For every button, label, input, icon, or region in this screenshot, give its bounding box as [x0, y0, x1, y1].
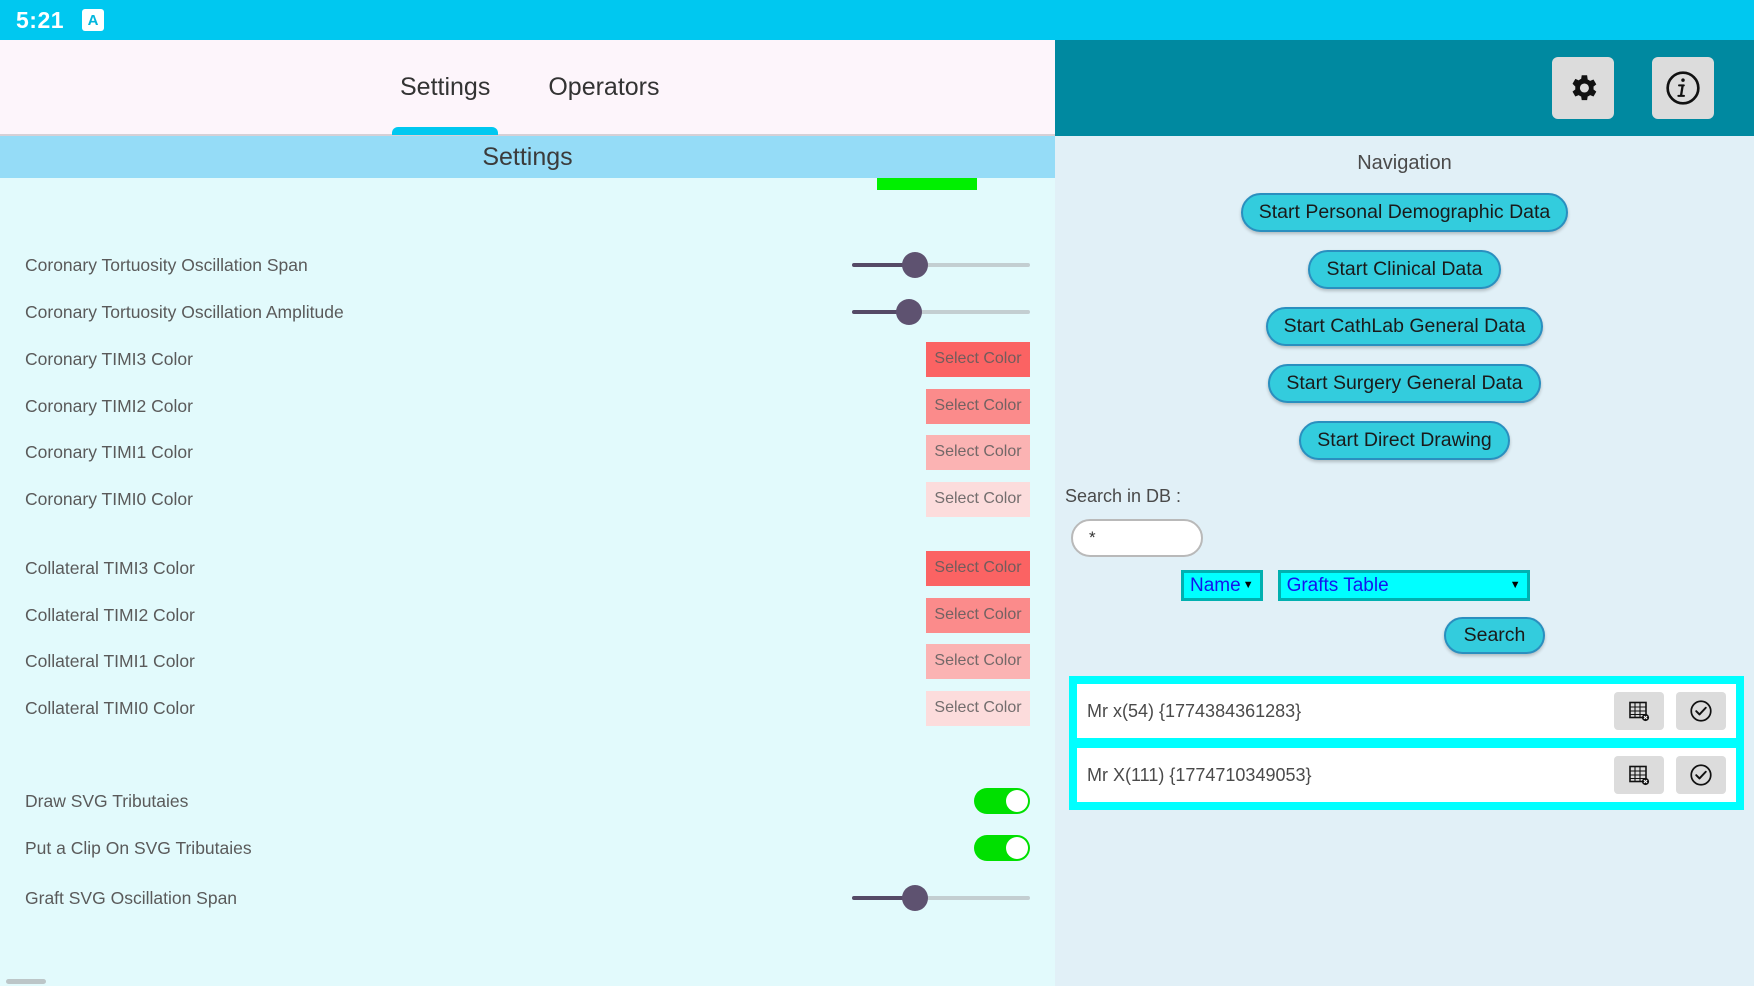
scroll-indicator — [6, 979, 46, 984]
setting-label: Collateral TIMI3 Color — [25, 557, 195, 578]
setting-row-coronary-timi3-color: Coronary TIMI3 Color Select Color — [0, 336, 1055, 382]
search-field-select-value: Name — [1190, 574, 1241, 596]
tab-operators-label: Operators — [548, 72, 660, 101]
select-color-button-collateral-timi2[interactable]: Select Color — [926, 597, 1030, 633]
setting-label: Collateral TIMI1 Color — [25, 650, 195, 671]
search-in-db-label: Search in DB : — [1065, 486, 1182, 506]
navigation-pane: Navigation Start Personal Demographic Da… — [1055, 40, 1754, 986]
select-color-button-collateral-timi1[interactable]: Select Color — [926, 643, 1030, 679]
setting-row-draw-svg-tributaies: Draw SVG Tributaies — [0, 778, 1055, 824]
start-direct-drawing-button[interactable]: Start Direct Drawing — [1299, 421, 1510, 460]
nav-button-row: Start Direct Drawing — [1055, 421, 1754, 460]
tab-operators[interactable]: Operators — [548, 39, 659, 135]
status-clock: 5:21 — [16, 6, 65, 33]
toggle-knob — [1006, 790, 1028, 812]
setting-label: Collateral TIMI0 Color — [25, 697, 195, 718]
search-input[interactable] — [1071, 519, 1203, 557]
setting-row-coronary-timi1-color: Coronary TIMI1 Color Select Color — [0, 429, 1055, 475]
chevron-down-icon: ▼ — [1509, 579, 1521, 591]
setting-row-graft-svg-oscillation-span: Graft SVG Oscillation Span — [0, 875, 1055, 921]
right-header — [1055, 40, 1754, 136]
select-color-button-coronary-timi3[interactable]: Select Color — [926, 341, 1030, 377]
setting-label: Coronary TIMI1 Color — [25, 441, 193, 462]
setting-row-coronary-timi0-color: Coronary TIMI0 Color Select Color — [0, 476, 1055, 522]
start-cathlab-general-data-button[interactable]: Start CathLab General Data — [1265, 307, 1544, 346]
setting-row-coronary-tortuosity-oscillation-amplitude: Coronary Tortuosity Oscillation Amplitud… — [0, 289, 1055, 335]
right-body: Navigation Start Personal Demographic Da… — [1055, 136, 1754, 986]
select-color-button-coronary-timi0[interactable]: Select Color — [926, 481, 1030, 517]
slider-coronary-tortuosity-oscillation-span[interactable] — [852, 252, 1030, 278]
setting-row-put-a-clip-on-svg-tributaies: Put a Clip On SVG Tributaies — [0, 825, 1055, 871]
search-table-select[interactable]: Grafts Table ▼ — [1277, 570, 1530, 601]
status-bar: 5:21 A — [0, 0, 1754, 40]
tab-settings[interactable]: Settings — [391, 39, 499, 135]
settings-section-header: Settings — [0, 136, 1055, 178]
toggle-put-a-clip-on-svg-tributaies[interactable] — [974, 835, 1030, 861]
setting-row-coronary-tortuosity-oscillation-span: Coronary Tortuosity Oscillation Span — [0, 242, 1055, 288]
select-color-button-coronary-timi1[interactable]: Select Color — [926, 434, 1030, 470]
nav-button-row: Start Personal Demographic Data — [1055, 193, 1754, 232]
setting-row-collateral-timi1-color: Collateral TIMI1 Color Select Color — [0, 638, 1055, 684]
result-row[interactable]: Mr X(111) {1774710349053} — [1077, 748, 1736, 802]
toggle-draw-svg-tributaies[interactable] — [974, 788, 1030, 814]
setting-row-collateral-timi2-color: Collateral TIMI2 Color Select Color — [0, 592, 1055, 638]
partial-green-indicator — [877, 178, 977, 190]
start-surgery-general-data-button[interactable]: Start Surgery General Data — [1268, 364, 1541, 403]
settings-section-title: Settings — [482, 142, 573, 171]
gear-icon[interactable] — [1552, 57, 1614, 119]
start-personal-demographic-data-button[interactable]: Start Personal Demographic Data — [1240, 193, 1569, 232]
setting-label: Graft SVG Oscillation Span — [25, 887, 238, 908]
settings-list[interactable]: Coronary Tortuosity Oscillation Span Cor… — [0, 178, 1055, 986]
setting-row-collateral-timi0-color: Collateral TIMI0 Color Select Color — [0, 685, 1055, 731]
start-clinical-data-button[interactable]: Start Clinical Data — [1308, 250, 1501, 289]
select-color-button-coronary-timi2[interactable]: Select Color — [926, 388, 1030, 424]
slider-coronary-tortuosity-oscillation-amplitude[interactable] — [852, 299, 1030, 325]
toggle-knob — [1006, 837, 1028, 859]
search-button-row: Search — [1055, 617, 1754, 654]
table-data-icon[interactable] — [1614, 692, 1664, 730]
table-data-icon[interactable] — [1614, 756, 1664, 794]
result-row[interactable]: Mr x(54) {1774384361283} — [1077, 684, 1736, 738]
nav-button-row: Start CathLab General Data — [1055, 307, 1754, 346]
setting-label: Coronary Tortuosity Oscillation Span — [25, 254, 308, 275]
navigation-title: Navigation — [1357, 152, 1452, 174]
nav-button-row: Start Surgery General Data — [1055, 364, 1754, 403]
main-body: Settings Operators Settings Coronary Tor… — [0, 40, 1754, 986]
nav-button-row: Start Clinical Data — [1055, 250, 1754, 289]
tab-settings-label: Settings — [400, 72, 491, 101]
search-results-list: Mr x(54) {1774384361283} — [1069, 676, 1744, 810]
check-circle-icon[interactable] — [1676, 692, 1726, 730]
select-color-button-collateral-timi0[interactable]: Select Color — [926, 690, 1030, 726]
chevron-down-icon: ▼ — [1242, 579, 1254, 591]
result-name: Mr X(111) {1774710349053} — [1087, 764, 1312, 785]
setting-label: Collateral TIMI2 Color — [25, 604, 195, 625]
select-color-button-collateral-timi3[interactable]: Select Color — [926, 550, 1030, 586]
setting-label: Put a Clip On SVG Tributaies — [25, 837, 252, 858]
search-field-select[interactable]: Name ▼ — [1181, 570, 1263, 601]
settings-pane: Settings Operators Settings Coronary Tor… — [0, 40, 1055, 986]
setting-label: Coronary Tortuosity Oscillation Amplitud… — [25, 301, 344, 322]
tab-bar: Settings Operators — [0, 40, 1055, 136]
check-circle-icon[interactable] — [1676, 756, 1726, 794]
setting-row-collateral-timi3-color: Collateral TIMI3 Color Select Color — [0, 545, 1055, 591]
setting-row-coronary-timi2-color: Coronary TIMI2 Color Select Color — [0, 383, 1055, 429]
info-icon[interactable] — [1652, 57, 1714, 119]
setting-label: Coronary TIMI2 Color — [25, 395, 193, 416]
search-table-select-value: Grafts Table — [1286, 574, 1389, 596]
setting-label: Draw SVG Tributaies — [25, 790, 189, 811]
search-button[interactable]: Search — [1443, 617, 1546, 654]
setting-label: Coronary TIMI3 Color — [25, 348, 193, 369]
search-selectors-row: Name ▼ Grafts Table ▼ — [1055, 570, 1754, 601]
slider-graft-svg-oscillation-span[interactable] — [852, 885, 1030, 911]
app-badge-icon: A — [82, 9, 105, 31]
setting-label: Coronary TIMI0 Color — [25, 488, 193, 509]
result-name: Mr x(54) {1774384361283} — [1087, 700, 1302, 721]
